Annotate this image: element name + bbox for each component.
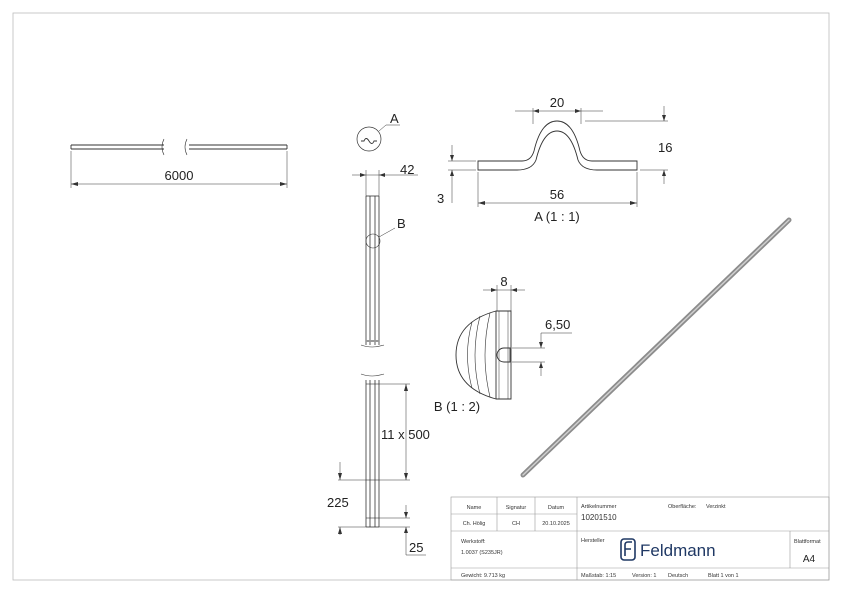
hole-position-dimension: 6,50 [545, 317, 570, 332]
material-label: Werkstoff: [461, 539, 486, 545]
overall-side-view [70, 138, 288, 188]
version: Version: 1 [632, 573, 656, 579]
section-a-callout-label: A [390, 111, 399, 126]
drawing-frame [12, 12, 830, 581]
loop-width-dimension: 20 [550, 95, 564, 110]
end-margin-dimension: 25 [409, 540, 423, 555]
drawn-date: 20.10.2025 [542, 521, 570, 527]
drawn-by-name: Ch. Hölig [463, 521, 486, 527]
sheet-format-label: Blattformat [794, 539, 821, 545]
header-signature: Signatur [506, 505, 527, 511]
detail-a-title: A (1 : 1) [534, 209, 580, 224]
article-number: 10201510 [581, 513, 617, 522]
detail-b-title: B (1 : 2) [434, 399, 480, 414]
drawn-by-signature: CH [512, 521, 520, 527]
feldmann-logo-text: Feldmann [640, 541, 716, 560]
material-value: 1.0037 (S235JR) [461, 550, 503, 556]
scale: Maßstab: 1:15 [581, 573, 616, 579]
end-offset-dimension: 225 [327, 495, 349, 510]
loop-height-dimension: 16 [658, 140, 672, 155]
header-name: Name [467, 505, 482, 511]
detail-a-profile [448, 106, 668, 207]
language: Deutsch [668, 573, 688, 579]
strip-front-view [338, 170, 426, 556]
hole-spacing-dimension: 11 x 500 [381, 427, 430, 442]
surface-label: Oberfläche: [668, 504, 697, 510]
manufacturer-label: Hersteller [581, 538, 605, 544]
section-a-callout [356, 124, 400, 152]
isometric-view [520, 217, 792, 478]
weight: Gewicht: 9.713 kg [461, 573, 505, 579]
sheet-number: Blatt 1 von 1 [708, 573, 739, 579]
article-number-label: Artikelnummer [581, 504, 617, 510]
flange-length-dimension: 56 [550, 187, 564, 202]
detail-b-view [455, 285, 572, 400]
detail-b-callout-label: B [397, 216, 406, 231]
overall-length-dimension: 6000 [165, 168, 194, 183]
title-block [450, 496, 830, 581]
hole-width-dimension: 8 [500, 274, 507, 289]
feldmann-logo [620, 538, 636, 561]
header-date: Datum [548, 505, 565, 511]
surface-value: Verzinkt [706, 504, 726, 510]
bar-width-dimension: 42 [400, 162, 414, 177]
thickness-dimension: 3 [437, 191, 444, 206]
sheet-format-value: A4 [803, 554, 816, 565]
